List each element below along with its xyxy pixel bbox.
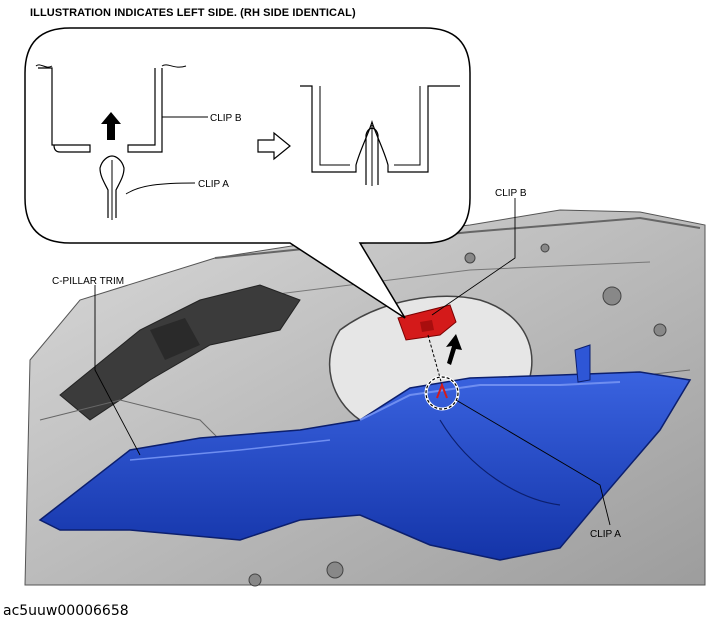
figure-title: ILLUSTRATION INDICATES LEFT SIDE. (RH SI…: [30, 7, 356, 19]
up-arrow-icon: [101, 112, 121, 140]
hollow-right-arrow-icon: [257, 131, 291, 161]
clip-b-channel-before: [35, 64, 187, 153]
detail-inset-callout: [24, 27, 471, 319]
c-pillar-trim-label: C-PILLAR TRIM: [52, 276, 124, 287]
leader-lines: [94, 116, 611, 526]
clip-a-inset-label: CLIP A: [198, 179, 229, 190]
install-path-line: [427, 334, 443, 386]
clip-a-before: [99, 155, 125, 220]
clip-a-main-label: CLIP A: [590, 529, 621, 540]
clip-b-main-label: CLIP B: [495, 188, 527, 199]
c-pillar-trim-part: [38, 344, 692, 561]
install-direction-arrow-icon: [446, 334, 462, 365]
clip-b-part: [397, 304, 457, 341]
clip-b-inset-label: CLIP B: [210, 113, 242, 124]
clip-assembled-after: [300, 85, 460, 186]
clip-a-highlight-circle: [424, 375, 460, 411]
figure-code: ac5uuw00006658: [3, 603, 129, 619]
